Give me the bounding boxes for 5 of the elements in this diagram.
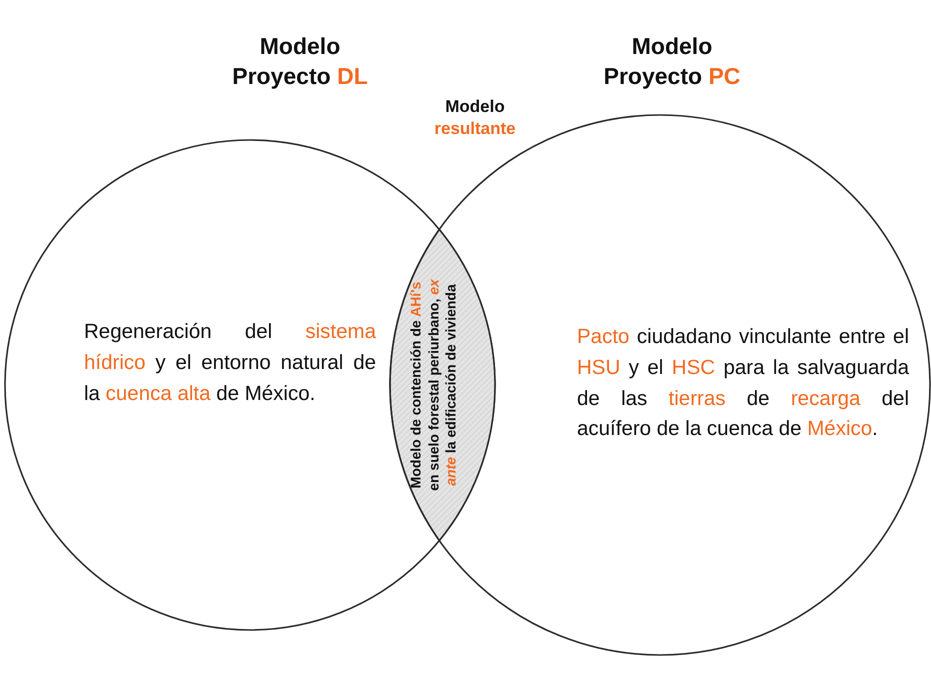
circle-heading: Modelo Proyecto PC xyxy=(602,32,742,91)
lens-heading: Modelo resultante xyxy=(433,96,517,140)
circle-heading: Modelo Proyecto DL xyxy=(231,32,369,91)
circle-text: Pacto ciudadano vinculante entre el HSU y el HSC para la salvaguarda de las tierras de recarga del acuífero de la cuenca de México. xyxy=(577,324,909,442)
circle-text: Regeneración del sistema hídrico y el entorno natural de la cuenca alta de México. xyxy=(84,319,376,406)
